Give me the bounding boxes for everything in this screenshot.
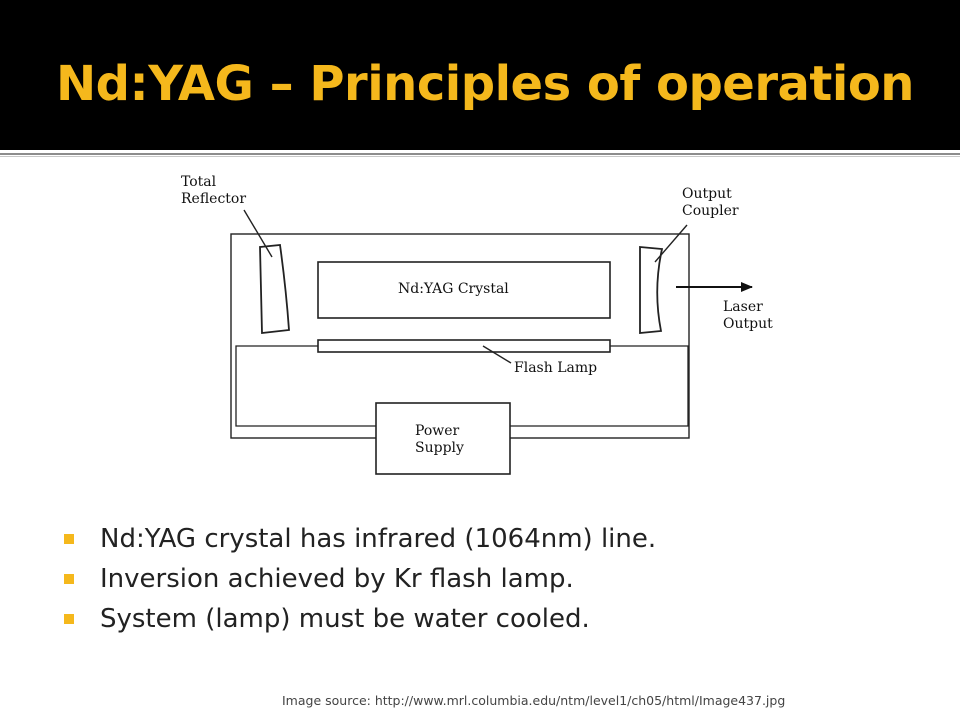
- title-divider-thin: [0, 156, 960, 157]
- laser-output-label-2: Output: [723, 316, 773, 332]
- nd-yag-crystal: [317, 261, 611, 319]
- power-supply-box: [375, 402, 511, 475]
- bullet-text: Inversion achieved by Kr flash lamp.: [100, 564, 574, 594]
- total-reflector-pointer: [243, 209, 273, 258]
- slide-title: Nd:YAG – Principles of operation: [56, 56, 914, 112]
- total-reflector-mirror: [259, 244, 290, 335]
- flash-lamp-label: Flash Lamp: [514, 360, 597, 376]
- square-bullet-icon: [64, 574, 74, 584]
- title-bar: Nd:YAG – Principles of operation: [0, 0, 960, 150]
- flash-lamp-pointer: [482, 345, 512, 364]
- power-supply-label-1: Power: [415, 423, 460, 439]
- total-reflector-label-2: Reflector: [181, 191, 246, 207]
- output-coupler-mirror: [639, 246, 664, 334]
- bullet-text: Nd:YAG crystal has infrared (1064nm) lin…: [100, 524, 657, 554]
- bullet-item: Inversion achieved by Kr flash lamp.: [62, 559, 656, 599]
- image-source-note: Image source: http://www.mrl.columbia.ed…: [282, 693, 786, 708]
- power-supply-label-2: Supply: [415, 440, 464, 456]
- output-coupler-pointer: [654, 224, 688, 263]
- flash-lamp: [317, 339, 611, 353]
- title-divider: [0, 153, 960, 155]
- output-coupler-label-1: Output: [682, 186, 732, 202]
- total-reflector-label-1: Total: [181, 174, 217, 190]
- output-coupler-label-2: Coupler: [682, 203, 739, 219]
- crystal-label: Nd:YAG Crystal: [398, 281, 509, 297]
- power-wiring: [235, 345, 689, 427]
- square-bullet-icon: [64, 534, 74, 544]
- bullet-list: Nd:YAG crystal has infrared (1064nm) lin…: [62, 519, 656, 639]
- bullet-item: System (lamp) must be water cooled.: [62, 599, 656, 639]
- square-bullet-icon: [64, 614, 74, 624]
- laser-diagram: Total Reflector Output Coupler Nd:YAG Cr…: [181, 174, 773, 475]
- laser-output-label-1: Laser: [723, 299, 763, 315]
- bullet-text: System (lamp) must be water cooled.: [100, 604, 590, 634]
- bullet-item: Nd:YAG crystal has infrared (1064nm) lin…: [62, 519, 656, 559]
